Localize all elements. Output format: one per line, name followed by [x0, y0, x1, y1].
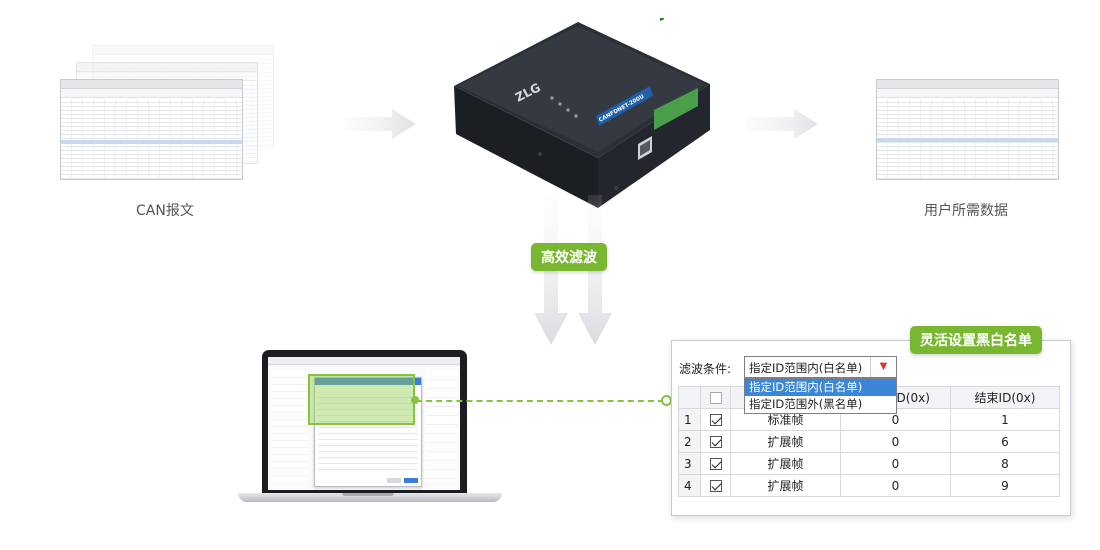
- checkbox-checked-icon[interactable]: [709, 458, 722, 470]
- laptop-notch: [342, 493, 394, 496]
- table-row[interactable]: 4 扩展帧 0 9: [678, 474, 1060, 497]
- table-row[interactable]: 3 扩展帧 0 8: [678, 452, 1060, 475]
- frame-type-cell[interactable]: 扩展帧: [730, 474, 841, 497]
- highlight-overlay: [308, 374, 415, 425]
- header-end-id: 结束ID(0x): [950, 386, 1060, 409]
- start-id-cell[interactable]: 0: [840, 474, 951, 497]
- connector-dashed-line: [416, 400, 664, 402]
- canfdnet-device-illustration: ZLG CANFDNET-200U: [454, 18, 710, 208]
- row-number: 3: [678, 452, 701, 475]
- software-window-front: [60, 79, 243, 180]
- start-id-cell[interactable]: 0: [840, 452, 951, 475]
- efficient-filter-tag: 高效滤波: [531, 243, 607, 271]
- row-number: 4: [678, 474, 701, 497]
- filter-condition-dropdown[interactable]: 指定ID范围内(白名单) 指定ID范围外(黑名单): [744, 378, 897, 414]
- caption-user-data: 用户所需数据: [924, 203, 1008, 219]
- connector-start-dot: [411, 396, 419, 404]
- laptop-base: [238, 493, 502, 502]
- checkbox-icon[interactable]: [709, 392, 722, 404]
- filter-condition-value: 指定ID范围内(白名单): [749, 361, 863, 375]
- mini-filter-dialog: [314, 377, 422, 487]
- table-row[interactable]: 2 扩展帧 0 6: [678, 430, 1060, 453]
- end-id-cell[interactable]: 1: [950, 408, 1060, 431]
- end-id-cell[interactable]: 8: [950, 452, 1060, 475]
- arrow-right-icon-left: [344, 109, 416, 139]
- start-id-cell[interactable]: 0: [840, 430, 951, 453]
- checkbox-checked-icon[interactable]: [709, 480, 722, 492]
- user-data-window: [876, 79, 1059, 180]
- row-number: 2: [678, 430, 701, 453]
- blacklist-whitelist-tag: 灵活设置黑白名单: [910, 326, 1042, 354]
- checkbox-checked-icon[interactable]: [709, 436, 722, 448]
- arrow-right-icon-right: [746, 109, 818, 139]
- checkbox-checked-icon[interactable]: [709, 414, 722, 426]
- frame-type-cell[interactable]: 扩展帧: [730, 430, 841, 453]
- dropdown-arrow-icon[interactable]: ▼: [870, 357, 896, 377]
- caption-can-messages: CAN报文: [136, 203, 194, 219]
- filter-condition-select[interactable]: 指定ID范围内(白名单) ▼: [744, 356, 897, 378]
- row-number: 1: [678, 408, 701, 431]
- select-all-checkbox-cell[interactable]: [700, 386, 731, 409]
- end-id-cell[interactable]: 6: [950, 430, 1060, 453]
- filter-condition-label: 滤波条件:: [679, 362, 732, 376]
- frame-type-cell[interactable]: 扩展帧: [730, 452, 841, 475]
- end-id-cell[interactable]: 9: [950, 474, 1060, 497]
- option-blacklist[interactable]: 指定ID范围外(黑名单): [749, 397, 863, 411]
- option-whitelist[interactable]: 指定ID范围内(白名单): [745, 379, 896, 396]
